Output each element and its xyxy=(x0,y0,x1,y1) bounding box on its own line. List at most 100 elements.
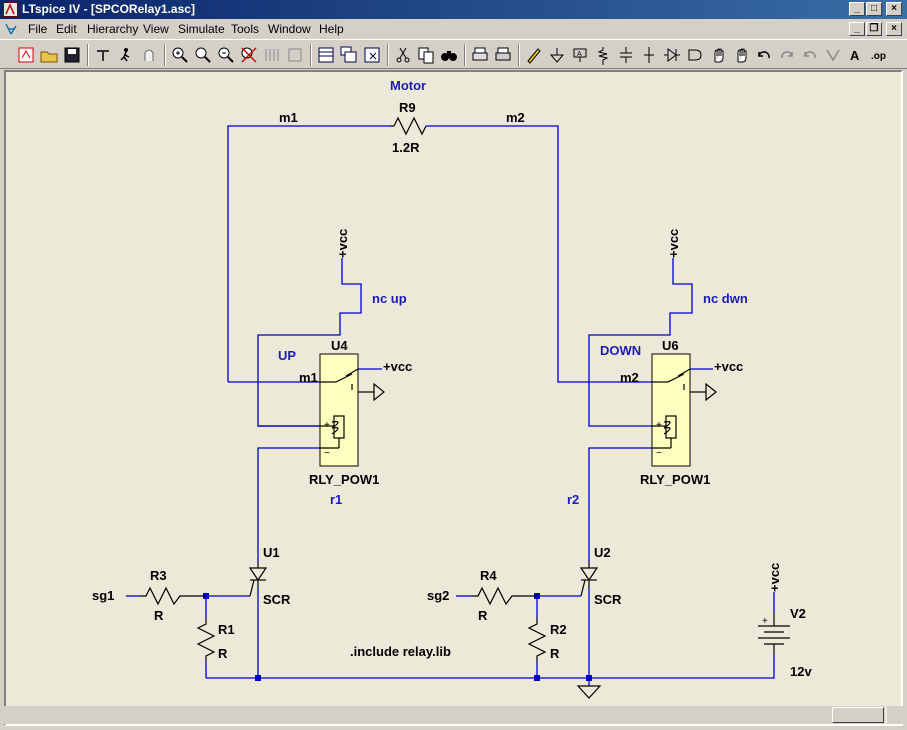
undo-icon[interactable] xyxy=(754,45,774,65)
scr-u2[interactable] xyxy=(579,562,599,597)
resistor-icon[interactable] xyxy=(593,45,613,65)
scrollbar-thumb[interactable] xyxy=(832,707,884,723)
mdi-minimize-button[interactable]: _ xyxy=(849,22,865,36)
tile-vertical-icon[interactable] xyxy=(316,45,336,65)
net-nc-dwn: nc dwn xyxy=(703,291,748,306)
toolbar-separator xyxy=(87,44,89,66)
find-icon[interactable] xyxy=(439,45,459,65)
menu-hierarchy[interactable]: Hierarchy xyxy=(87,22,139,36)
maximize-button[interactable]: □ xyxy=(866,2,882,16)
minimize-button[interactable]: _ xyxy=(849,2,865,16)
new-schematic-icon[interactable] xyxy=(16,45,36,65)
relay-u6[interactable] xyxy=(651,353,717,467)
diode-icon[interactable] xyxy=(662,45,682,65)
voltage-source-v2[interactable] xyxy=(758,612,790,654)
zoom-grid-icon[interactable] xyxy=(285,45,305,65)
move-icon[interactable] xyxy=(708,45,728,65)
run-icon[interactable] xyxy=(116,45,136,65)
resistor-r9[interactable] xyxy=(390,116,427,136)
size-grip[interactable] xyxy=(887,706,903,724)
resistor-r4[interactable] xyxy=(472,586,537,606)
label-net-icon[interactable]: A xyxy=(570,45,590,65)
spice-directive-icon[interactable]: .op xyxy=(869,45,889,65)
toolbar-separator xyxy=(518,44,520,66)
component-icon[interactable] xyxy=(685,45,705,65)
ground-icon[interactable] xyxy=(547,45,567,65)
rotate-icon[interactable] xyxy=(800,45,820,65)
zoom-fit-icon[interactable] xyxy=(239,45,259,65)
r9-value: 1.2R xyxy=(392,140,420,155)
schematic-doc-icon[interactable] xyxy=(4,22,18,36)
menu-file[interactable]: File xyxy=(28,22,48,36)
net-r2: r2 xyxy=(567,492,579,507)
capacitor-icon[interactable] xyxy=(616,45,636,65)
ltspice-app-icon[interactable] xyxy=(3,2,18,17)
menu-window[interactable]: Window xyxy=(268,22,311,36)
u4-model: RLY_POW1 xyxy=(309,472,379,487)
v2-name: V2 xyxy=(790,606,806,621)
control-panel-icon[interactable] xyxy=(93,45,113,65)
net-nc-up: nc up xyxy=(372,291,407,306)
u2-label: U2 xyxy=(594,545,611,560)
net-m1-relay: m1 xyxy=(299,370,318,385)
u6-model: RLY_POW1 xyxy=(640,472,710,487)
mirror-icon[interactable] xyxy=(823,45,843,65)
inductor-icon[interactable] xyxy=(639,45,659,65)
down-label: DOWN xyxy=(600,343,641,358)
title-bar[interactable]: LTspice IV - [SPCORelay1.asc] _ □ × xyxy=(0,0,907,19)
mdi-close-button[interactable]: × xyxy=(886,22,902,36)
resistor-r2[interactable] xyxy=(527,618,547,662)
r4-value: R xyxy=(478,608,488,623)
close-button[interactable]: × xyxy=(886,2,902,16)
toolbar-separator xyxy=(310,44,312,66)
toolbar-separator xyxy=(387,44,389,66)
relay-u4[interactable] xyxy=(319,353,385,467)
u1-label: U1 xyxy=(263,545,280,560)
menu-help[interactable]: Help xyxy=(319,22,344,36)
u4-label: U4 xyxy=(331,338,348,353)
net-m2-relay: m2 xyxy=(620,370,639,385)
drag-icon[interactable] xyxy=(731,45,751,65)
resistor-r3[interactable] xyxy=(140,586,206,606)
save-icon[interactable] xyxy=(62,45,82,65)
vcc-right-label: +vcc xyxy=(666,229,681,258)
ground-symbol[interactable] xyxy=(576,685,602,699)
print-icon[interactable] xyxy=(493,45,513,65)
u4-vcc: +vcc xyxy=(383,359,412,374)
redo-icon[interactable] xyxy=(777,45,797,65)
r4-name: R4 xyxy=(480,568,497,583)
horizontal-scrollbar[interactable] xyxy=(4,706,885,724)
r1-name: R1 xyxy=(218,622,235,637)
copy-icon[interactable] xyxy=(416,45,436,65)
mdi-restore-button[interactable]: ❐ xyxy=(866,22,882,36)
cut-icon[interactable] xyxy=(393,45,413,65)
u6-plus: + xyxy=(656,420,662,431)
text-icon[interactable]: A xyxy=(846,45,866,65)
print-preview-icon[interactable] xyxy=(470,45,490,65)
menu-simulate[interactable]: Simulate xyxy=(178,22,225,36)
cascade-icon[interactable] xyxy=(339,45,359,65)
scr-u1[interactable] xyxy=(248,562,268,597)
open-icon[interactable] xyxy=(39,45,59,65)
draw-wire-icon[interactable] xyxy=(524,45,544,65)
v2-plus: + xyxy=(762,616,768,627)
zoom-pan-icon[interactable] xyxy=(193,45,213,65)
zoom-out-icon[interactable] xyxy=(216,45,236,65)
spice-directive[interactable]: .include relay.lib xyxy=(350,644,451,659)
junction-dot xyxy=(534,675,540,681)
autorange-icon[interactable] xyxy=(262,45,282,65)
schematic-drawing[interactable]: Motor R9 1.2R m1 m2 +vcc +vcc nc up nc d… xyxy=(6,72,901,724)
junction-nodes xyxy=(203,593,592,681)
resistor-r1[interactable] xyxy=(196,618,216,662)
zoom-in-icon[interactable] xyxy=(170,45,190,65)
menu-view[interactable]: View xyxy=(143,22,169,36)
window-title: LTspice IV - [SPCORelay1.asc] xyxy=(22,2,195,16)
menu-tools[interactable]: Tools xyxy=(231,22,260,36)
u6-label: U6 xyxy=(662,338,679,353)
menu-edit[interactable]: Edit xyxy=(56,22,77,36)
schematic-canvas[interactable]: Motor R9 1.2R m1 m2 +vcc +vcc nc up nc d… xyxy=(4,70,903,726)
halt-icon[interactable] xyxy=(139,45,159,65)
close-windows-icon[interactable] xyxy=(362,45,382,65)
menu-bar: File Edit Hierarchy View Simulate Tools … xyxy=(0,19,907,39)
r2-value: R xyxy=(550,646,560,661)
